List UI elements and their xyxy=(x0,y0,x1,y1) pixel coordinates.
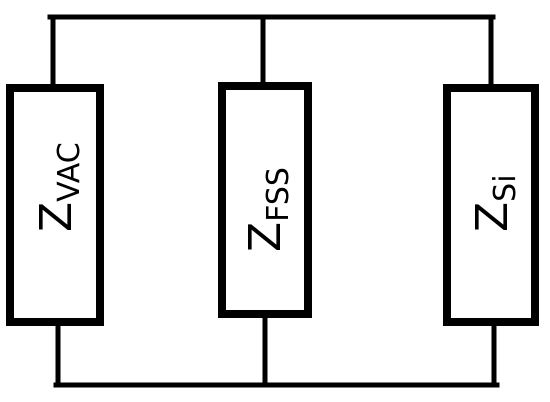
label-fss: ZFSS xyxy=(240,167,296,252)
label-vac: ZVAC xyxy=(31,142,87,232)
impedance-block-fss xyxy=(218,82,312,318)
label-fss-subscript: FSS xyxy=(261,167,296,222)
label-vac-subscript: VAC xyxy=(52,142,87,202)
impedance-block-vac xyxy=(6,84,104,326)
label-fss-symbol: Z xyxy=(240,222,291,252)
label-si: ZSi xyxy=(467,174,523,232)
label-vac-symbol: Z xyxy=(31,202,82,232)
label-si-subscript: Si xyxy=(488,174,523,201)
label-si-symbol: Z xyxy=(467,202,518,232)
impedance-block-si xyxy=(443,84,539,326)
